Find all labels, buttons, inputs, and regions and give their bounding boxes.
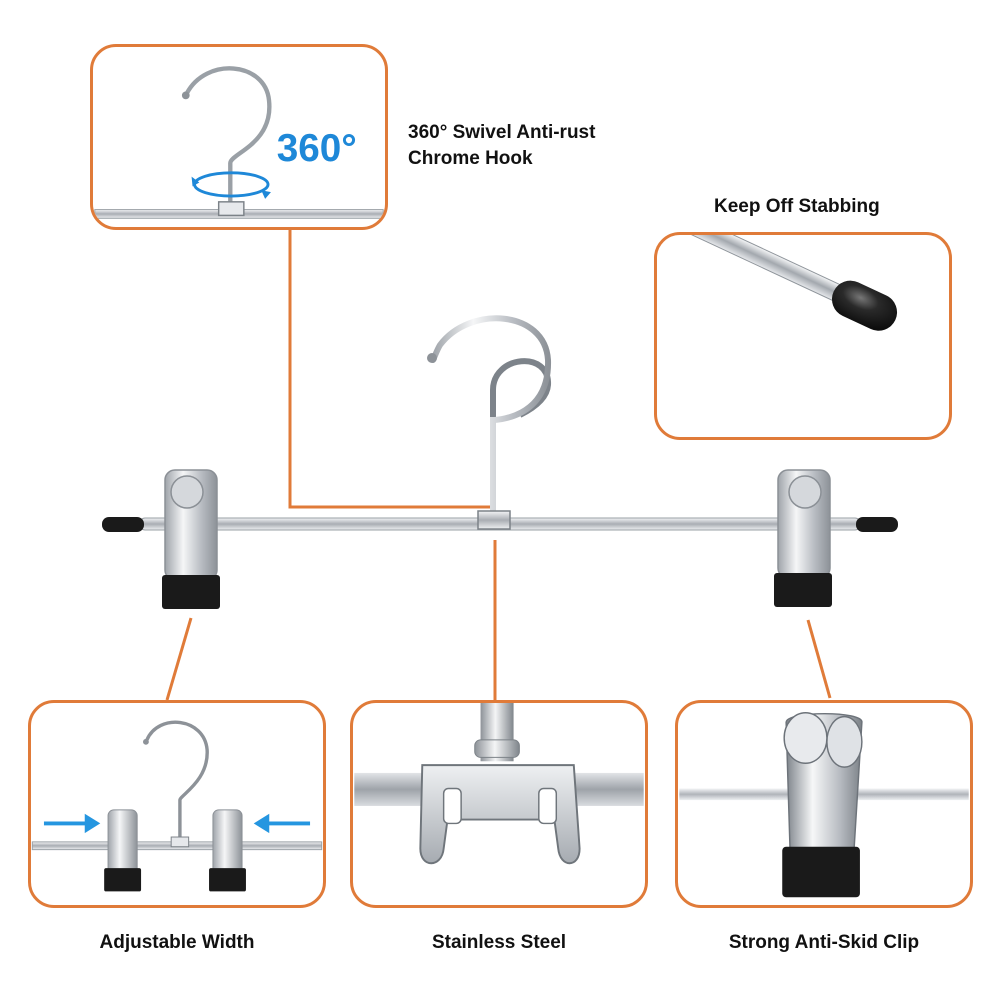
- right-end-cap: [856, 517, 898, 532]
- left-end-cap: [102, 517, 144, 532]
- end-cap-callout: [654, 232, 952, 440]
- swivel-hook-caption: 360° Swivel Anti-rust Chrome Hook: [408, 120, 595, 172]
- anti-skid-clip-callout: [675, 700, 973, 908]
- adjustable-width-caption: Adjustable Width: [99, 932, 255, 953]
- arrow-right-icon: [43, 813, 101, 834]
- hanger-hook: [430, 315, 552, 515]
- swivel-hook-caption-line2: Chrome Hook: [408, 148, 533, 169]
- rubber-end-cap: [831, 280, 898, 331]
- end-cap-caption: Keep Off Stabbing: [714, 196, 880, 217]
- stainless-steel-callout: [350, 700, 648, 908]
- arrow-left-icon: [253, 813, 311, 834]
- adjustable-left-clip: [104, 809, 142, 892]
- anti-skid-clip-caption: Strong Anti-Skid Clip: [728, 932, 920, 953]
- swivel-hook-callout: 360°: [90, 44, 388, 230]
- swivel-hook-caption-line1: 360° Swivel Anti-rust: [408, 122, 596, 143]
- rubber-grip: [782, 846, 860, 898]
- stainless-steel-caption: Stainless Steel: [431, 932, 567, 953]
- clip-closeup: [782, 711, 863, 898]
- swivel-hook-icon: [184, 66, 272, 212]
- adjustable-right-clip: [209, 809, 246, 892]
- right-clip: [774, 469, 832, 607]
- adjustable-width-callout: [28, 700, 326, 908]
- left-clip: [162, 469, 220, 609]
- rotation-badge: 360°: [277, 127, 357, 170]
